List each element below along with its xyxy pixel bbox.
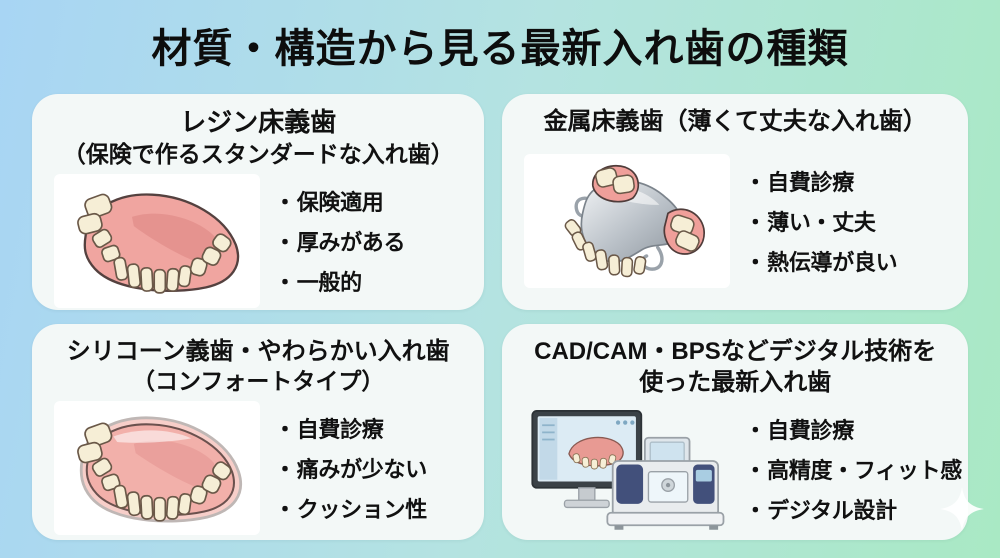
bullet-list: ・自費診療 ・高精度・フィット感 ・デジタル設計 <box>744 405 962 533</box>
bullet-item: ・クッション性 <box>274 492 427 524</box>
bullet-item: ・一般的 <box>274 265 405 297</box>
bullet-item: ・痛みが少ない <box>274 452 427 484</box>
cadcam-equipment-icon <box>531 410 725 531</box>
bullet-text: 保険適用 <box>296 189 384 215</box>
card-resin-base-denture: レジン床義歯 （保険で作るスタンダードな入れ歯） <box>32 94 485 310</box>
bullet-text: 自費診療 <box>767 418 854 444</box>
bullet-text: 熱伝導が良い <box>767 249 898 275</box>
soft-denture-icon <box>77 416 243 523</box>
bullet-text: 自費診療 <box>767 169 854 195</box>
card-body: ・自費診療 ・薄い・丈夫 ・熱伝導が良い <box>502 137 968 310</box>
silicone-denture-illustration <box>54 401 260 536</box>
bullet-list: ・自費診療 ・痛みが少ない ・クッション性 <box>274 404 427 532</box>
card-title-line: シリコーン義歯・やわらかい入れ歯 <box>66 338 450 365</box>
resin-full-denture-illustration <box>54 173 260 308</box>
card-title: シリコーン義歯・やわらかい入れ歯 （コンフォートタイプ） <box>32 324 484 397</box>
bullet-text: デジタル設計 <box>767 498 897 524</box>
bullet-text: 厚みがある <box>296 229 406 255</box>
bullet-marker: ・ <box>744 498 767 524</box>
card-body: ・保険適用 ・厚みがある ・一般的 <box>32 170 484 318</box>
bullet-marker: ・ <box>744 209 767 235</box>
bullet-marker: ・ <box>274 497 296 523</box>
bullet-text: 薄い・丈夫 <box>767 209 876 235</box>
card-title-line-2: 使った最新入れ歯 <box>639 369 832 397</box>
bullet-marker: ・ <box>274 457 296 483</box>
bullet-marker: ・ <box>744 418 767 444</box>
bullet-marker: ・ <box>744 249 767 275</box>
bullet-text: 痛みが少ない <box>296 457 428 483</box>
card-subtitle-line: （保険で作るスタンダードな入れ歯） <box>62 140 454 167</box>
bullet-item: ・薄い・丈夫 <box>744 205 897 237</box>
full-denture-icon <box>77 193 240 294</box>
card-title: CAD/CAM・BPSなどデジタル技術を 使った最新入れ歯 <box>502 324 968 398</box>
bullet-item: ・高精度・フィット感 <box>744 453 962 485</box>
sparkle-icon <box>939 486 985 532</box>
card-title: 金属床義歯（薄くて丈夫な入れ歯） <box>502 94 968 137</box>
card-title-line: レジン床義歯 <box>180 107 337 137</box>
card-title: レジン床義歯 （保険で作るスタンダードな入れ歯） <box>32 94 484 170</box>
card-body: ・自費診療 ・痛みが少ない ・クッション性 <box>32 397 484 545</box>
card-silicone-soft-denture: シリコーン義歯・やわらかい入れ歯 （コンフォートタイプ） <box>32 324 485 540</box>
bullet-marker: ・ <box>274 189 296 215</box>
bullet-list: ・自費診療 ・薄い・丈夫 ・熱伝導が良い <box>744 157 897 285</box>
bullet-item: ・自費診療 <box>744 413 962 445</box>
bullet-item: ・厚みがある <box>274 225 406 257</box>
card-digital-cadcam-denture: CAD/CAM・BPSなどデジタル技術を 使った最新入れ歯 <box>502 324 968 540</box>
card-title-line: 金属床義歯（薄くて丈夫な入れ歯） <box>543 108 927 135</box>
bullet-list: ・保険適用 ・厚みがある ・一般的 <box>274 177 406 305</box>
card-metal-base-denture: 金属床義歯（薄くて丈夫な入れ歯） <box>502 94 968 310</box>
bullet-item: ・デジタル設計 <box>744 493 962 525</box>
bullet-marker: ・ <box>744 458 767 484</box>
bullet-item: ・保険適用 <box>274 185 405 217</box>
bullet-marker: ・ <box>274 417 296 443</box>
bullet-item: ・自費診療 <box>274 412 427 444</box>
card-subtitle-line: （コンフォートタイプ） <box>132 368 385 395</box>
bullet-item: ・自費診療 <box>744 165 897 197</box>
bullet-text: 高精度・フィット感 <box>767 458 962 484</box>
bullet-text: クッション性 <box>296 497 428 523</box>
bullet-marker: ・ <box>274 269 296 295</box>
bullet-text: 一般的 <box>296 269 362 295</box>
card-body: ・自費診療 ・高精度・フィット感 ・デジタル設計 <box>502 398 968 546</box>
page-title: 材質・構造から見る最新入れ歯の種類 <box>151 27 849 71</box>
bullet-text: 自費診療 <box>296 417 384 443</box>
bullet-marker: ・ <box>274 229 296 255</box>
bullet-marker: ・ <box>744 169 767 195</box>
metal-denture-icon <box>564 164 706 277</box>
cadcam-monitor-and-milling-machine-illustration <box>524 402 730 536</box>
cards-grid: レジン床義歯 （保険で作るスタンダードな入れ歯） <box>32 94 968 540</box>
metal-base-denture-illustration <box>524 153 731 288</box>
card-title-line: CAD/CAM・BPSなどデジタル技術を <box>534 338 937 365</box>
bullet-item: ・熱伝導が良い <box>744 245 897 277</box>
